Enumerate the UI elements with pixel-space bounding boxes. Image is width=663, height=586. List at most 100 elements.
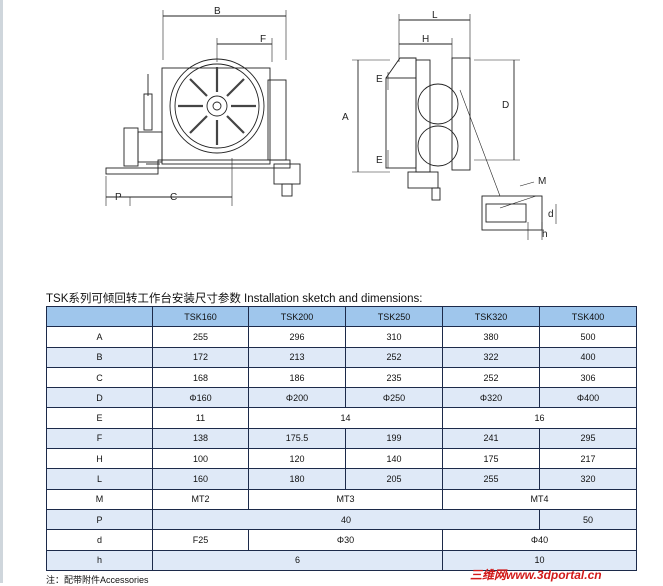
header-cell-blank [46,305,153,328]
table-row: D Φ160 Φ200 Φ250 Φ320 Φ400 [46,387,637,409]
table-cell: 320 [539,468,637,490]
detail-bore [485,203,527,223]
dim-L: L [432,10,438,21]
front-foot [273,163,301,185]
table-cell: 322 [442,346,540,368]
table-cell: 306 [539,366,637,389]
table-cell: 500 [539,326,637,348]
table-row: M MT2 MT3 MT4 [46,488,637,510]
table-row: F 138 175.5 199 241 295 [46,427,637,450]
dim-F: F [260,34,266,45]
dim-M: M [538,176,546,187]
table-cell: 252 [345,346,443,368]
row-label: P [46,508,153,531]
table-cell-merged: Φ30 [248,529,443,551]
table-row: P 40 50 [46,508,637,531]
table-row: A 255 296 310 380 500 [46,326,637,348]
section-heading: TSK系列可倾回转工作台安装尺寸参数 Installation sketch a… [46,293,423,305]
dim-h: h [542,229,548,240]
header-cell: TSK320 [442,305,540,328]
table-cell: 50 [539,508,637,531]
dimension-table: TSK160 TSK200 TSK250 TSK320 TSK400 A 255… [46,305,637,572]
table-header-row: TSK160 TSK200 TSK250 TSK320 TSK400 [46,305,637,328]
table-cell: 296 [248,326,346,348]
side-boss-top [417,83,459,125]
side-foot [407,171,439,189]
header-cell: TSK200 [248,305,346,328]
dim-H: H [422,34,429,45]
table-cell: Φ400 [539,387,637,409]
handwheel-body [137,131,163,163]
table-row: L 160 180 205 255 320 [46,468,637,490]
handwheel-lever [143,93,153,131]
accessories-note: 注：配带附件Accessories [46,575,149,585]
table-cell: 175 [442,448,540,470]
row-label: h [46,549,153,572]
table-row: C 168 186 235 252 306 [46,366,637,389]
side-body [385,77,417,169]
table-cell-merged: 16 [442,407,637,429]
table-cell: 140 [345,448,443,470]
header-cell: TSK160 [152,305,249,328]
header-cell: TSK400 [539,305,637,328]
side-top-bracket [385,57,417,79]
dim-A: A [342,112,349,123]
table-cell: 172 [152,346,249,368]
table-cell: 235 [345,366,443,389]
installation-sketch: B F C P L H A E E D M d h [105,6,557,240]
table-cell: 400 [539,346,637,368]
table-cell-merged: Φ40 [442,529,637,551]
row-label: E [46,407,153,429]
table-cell: 199 [345,427,443,450]
table-cell: 241 [442,427,540,450]
dim-C: C [170,192,177,203]
row-label: M [46,488,153,510]
handwheel-crank [123,127,139,167]
table-cell: MT2 [152,488,249,510]
table-cell: F25 [152,529,249,551]
table-cell-merged: MT3 [248,488,443,510]
row-label: C [46,366,153,389]
t-slots [178,67,256,145]
table-cell: 11 [152,407,249,429]
table-cell: 380 [442,326,540,348]
dim-E-top: E [376,74,383,85]
side-table [451,57,471,171]
front-base-left [105,167,159,175]
table-cell: 175.5 [248,427,346,450]
table-cell-merged: 6 [152,549,443,572]
row-label: d [46,529,153,551]
dim-P: P [115,192,122,203]
table-cell: 252 [442,366,540,389]
dim-D: D [502,100,509,111]
dimension-labels: B F C P L H A E E D M d h [115,6,554,240]
table-cell: 138 [152,427,249,450]
table-row: E 11 14 16 [46,407,637,429]
table-cell: 186 [248,366,346,389]
rotary-table-inner [174,63,260,149]
table-cell: 295 [539,427,637,450]
table-cell-merged: 40 [152,508,540,531]
table-cell-merged: MT4 [442,488,637,510]
row-label: F [46,427,153,450]
header-cell: TSK250 [345,305,443,328]
dim-B: B [214,6,221,17]
table-cell: 160 [152,468,249,490]
side-boss-bottom [417,125,459,167]
row-label: A [46,326,153,348]
site-watermark: 三维网www.3dportal.cn [470,568,602,582]
table-cell: 100 [152,448,249,470]
table-cell: 205 [345,468,443,490]
table-cell: 213 [248,346,346,368]
front-side-block [267,79,287,161]
table-cell: Φ200 [248,387,346,409]
dim-E-bottom: E [376,155,383,166]
row-label: H [46,448,153,470]
front-foot-stud [281,183,293,197]
table-row: d F25 Φ30 Φ40 [46,529,637,551]
table-cell-merged: 10 [442,549,637,572]
row-label: B [46,346,153,368]
row-label: L [46,468,153,490]
table-cell: 310 [345,326,443,348]
table-cell: 255 [442,468,540,490]
